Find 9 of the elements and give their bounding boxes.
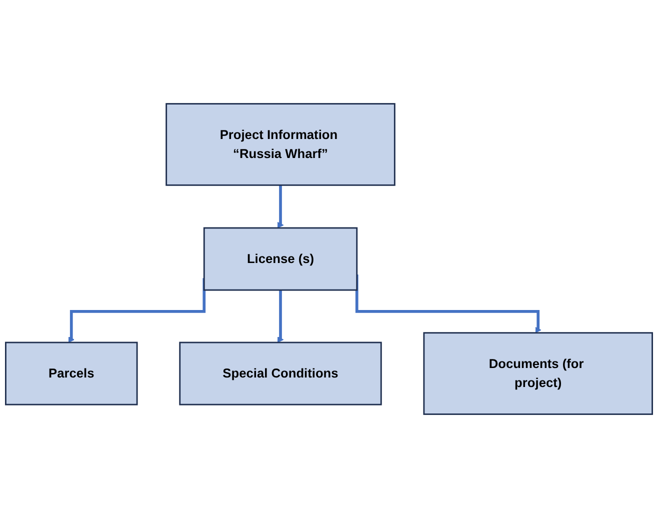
arrow [277,290,284,343]
arrow [355,274,542,334]
arrow [68,278,206,343]
node-box [203,227,358,291]
node-box [5,342,138,406]
node-box [166,103,396,186]
node-box [423,332,653,415]
arrow [277,185,284,228]
node-box [179,342,382,406]
